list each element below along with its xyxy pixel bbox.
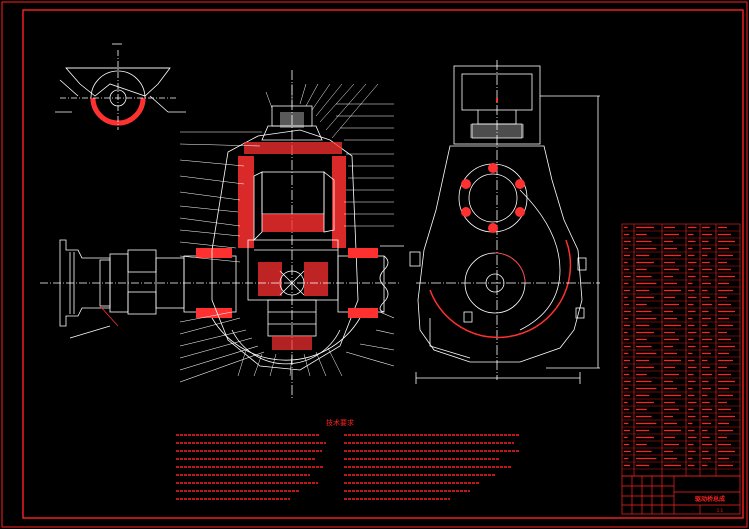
- drawing-name: 驱动桥总成: [695, 495, 725, 503]
- technical-requirements-block: 技术要求: [176, 418, 520, 500]
- section-view-small: [55, 43, 186, 130]
- parts-list-entries: [624, 226, 735, 467]
- parts-list-rows: [622, 230, 740, 470]
- technical-requirements-heading: 技术要求: [326, 418, 354, 427]
- title-block: [621, 475, 741, 515]
- leader-lines-left: [179, 131, 265, 383]
- leader-lines-right: [336, 103, 395, 367]
- main-section-view: [40, 70, 404, 400]
- side-view: [409, 60, 600, 384]
- drawing-scale: 1:1: [717, 508, 724, 513]
- requirements-text-lines: [176, 434, 520, 500]
- drawing-frame: [22, 9, 744, 519]
- leader-lines-top: [265, 83, 379, 139]
- leader-lines-bottom: [237, 347, 343, 377]
